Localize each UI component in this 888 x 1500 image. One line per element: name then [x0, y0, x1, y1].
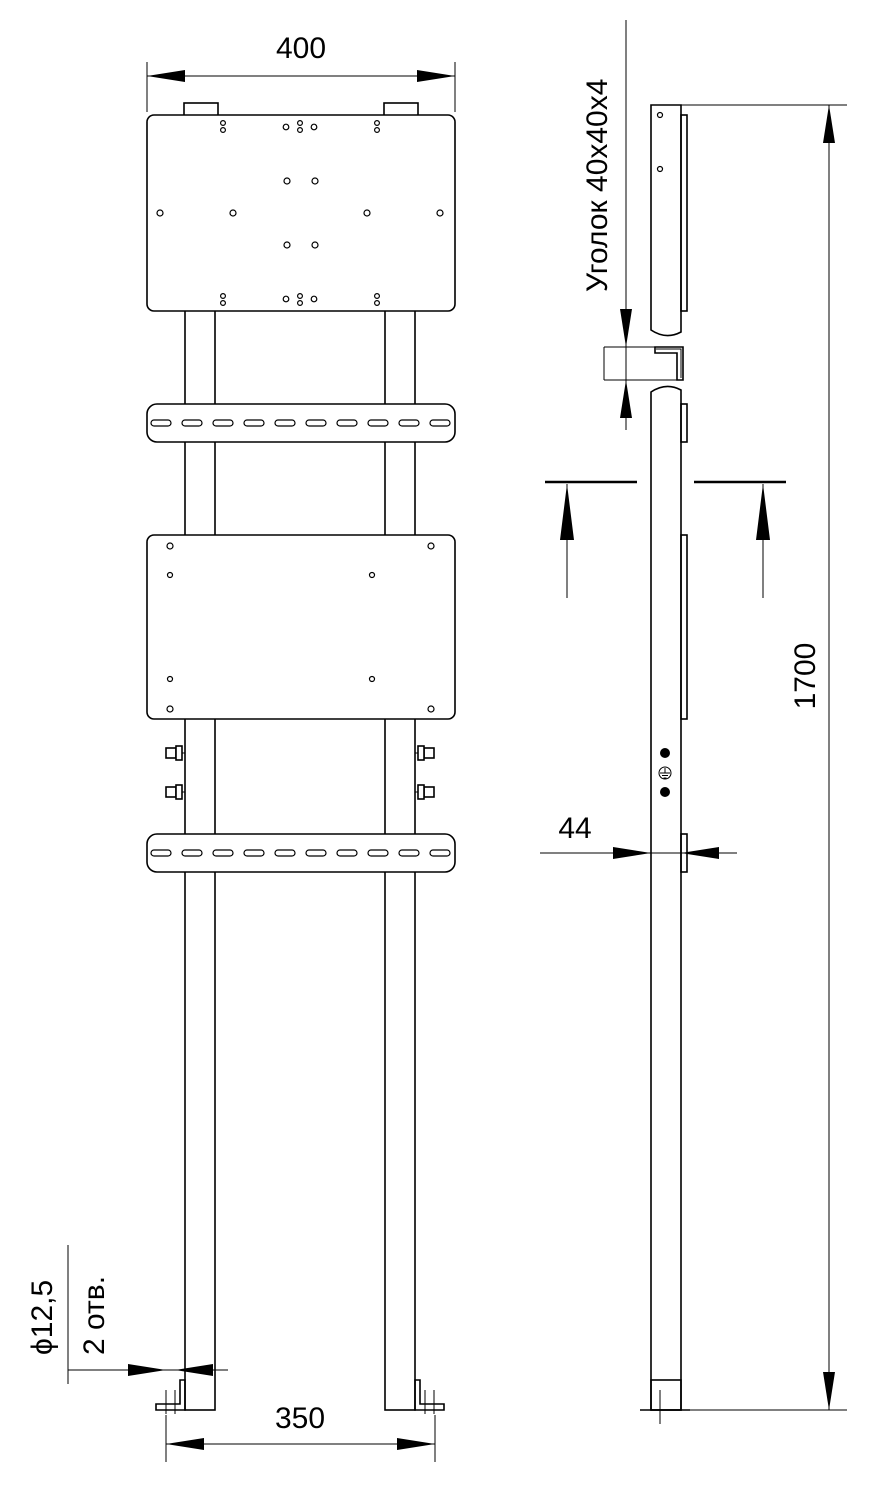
side-plate-edge-middle: [680, 534, 688, 720]
left-foot-bracket: [155, 1379, 186, 1414]
lower-bracket-slots: [150, 849, 451, 857]
dim-depth-label: 44: [558, 812, 591, 845]
bolt-left-lower: [165, 784, 185, 800]
bolt-right-upper: [415, 745, 435, 761]
side-bolt-upper: [660, 748, 670, 758]
angle-profile-label: Уголок 40x40x4: [581, 79, 614, 292]
top-plate-holes: [156, 119, 444, 307]
side-view: Уголок 40x40x4: [540, 20, 847, 1424]
dim-height: 1700: [681, 104, 847, 1411]
side-plate-edge-top: [680, 114, 688, 312]
side-foot: [650, 1379, 682, 1411]
section-cut-markers: [545, 480, 786, 598]
front-view: 400 350 ϕ12,5 2 отв.: [26, 32, 456, 1462]
dim-top-width: 400: [146, 32, 456, 112]
upper-bracket-slots: [150, 419, 451, 427]
dim-top-width-label: 400: [276, 32, 326, 65]
side-column-upper: [650, 104, 682, 337]
top-mounting-plate: [146, 114, 456, 312]
middle-mounting-plate: [146, 534, 456, 720]
hole-count-label: 2 отв.: [78, 1276, 111, 1355]
right-foot-bracket: [414, 1379, 445, 1414]
side-column-lower: [650, 385, 682, 1411]
upper-slotted-bracket: [146, 403, 456, 443]
lower-slotted-bracket: [146, 833, 456, 873]
dim-bottom-width: 350: [165, 1402, 436, 1462]
dim-depth: 44: [540, 812, 737, 859]
middle-plate-holes: [166, 542, 435, 713]
post-bolts: [165, 745, 435, 800]
dim-height-label: 1700: [789, 643, 822, 710]
side-bolt-lower: [660, 787, 670, 797]
side-bracket-edge-upper: [680, 403, 688, 443]
dim-bottom-width-label: 350: [275, 1402, 325, 1435]
angle-profile-section: Уголок 40x40x4: [581, 20, 684, 430]
bolt-left-upper: [165, 745, 185, 761]
ground-symbol-icon: [658, 766, 672, 780]
hole-callout: ϕ12,5 2 отв.: [26, 1245, 228, 1384]
hole-diameter-label: ϕ12,5: [26, 1280, 59, 1355]
bolt-right-lower: [415, 784, 435, 800]
